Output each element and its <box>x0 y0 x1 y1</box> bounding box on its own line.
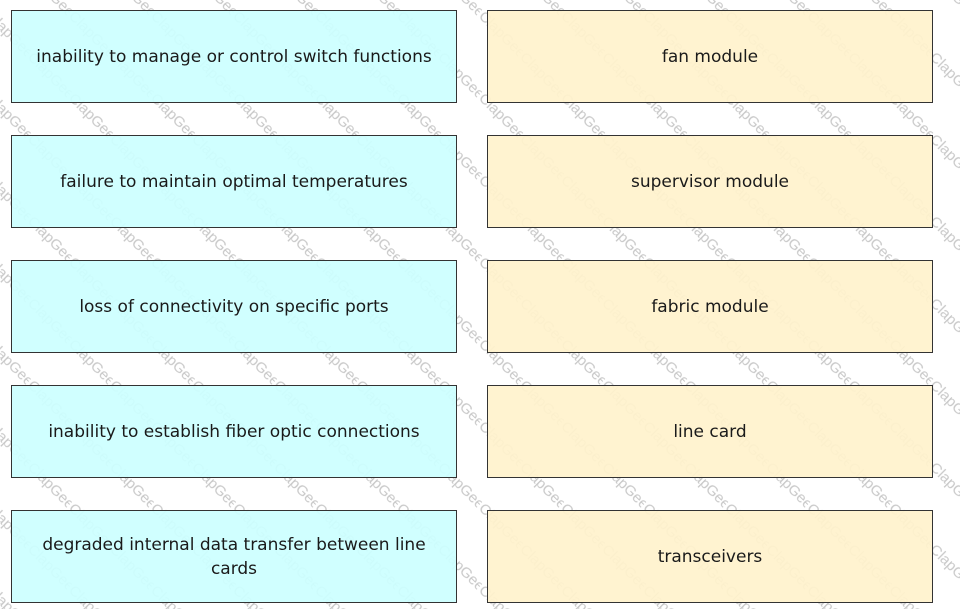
component-label: fabric module <box>651 296 769 317</box>
component-item-fabric-module[interactable]: fabric module <box>487 260 933 353</box>
problem-label: degraded internal data transfer between … <box>42 534 426 579</box>
component-item-line-card[interactable]: line card <box>487 385 933 478</box>
problem-item-temperatures[interactable]: failure to maintain optimal temperatures <box>11 135 457 228</box>
component-label: fan module <box>661 46 759 67</box>
component-item-supervisor-module[interactable]: supervisor module <box>487 135 933 228</box>
problem-label: inability to establish fiber optic conne… <box>48 421 420 442</box>
problem-label: inability to manage or control switch fu… <box>36 46 432 67</box>
problem-item-data-transfer[interactable]: degraded internal data transfer between … <box>11 510 457 603</box>
component-item-transceivers[interactable]: transceivers <box>487 510 933 603</box>
problem-item-manage-control[interactable]: inability to manage or control switch fu… <box>11 10 457 103</box>
component-label: supervisor module <box>630 171 789 192</box>
problem-label: loss of connectivity on specific ports <box>79 296 389 317</box>
problem-label: failure to maintain optimal temperatures <box>60 171 408 192</box>
component-label: transceivers <box>657 546 763 567</box>
component-item-fan-module[interactable]: fan module <box>487 10 933 103</box>
problem-item-port-connectivity[interactable]: loss of connectivity on specific ports <box>11 260 457 353</box>
problem-item-fiber-optic[interactable]: inability to establish fiber optic conne… <box>11 385 457 478</box>
component-label: line card <box>673 421 747 442</box>
